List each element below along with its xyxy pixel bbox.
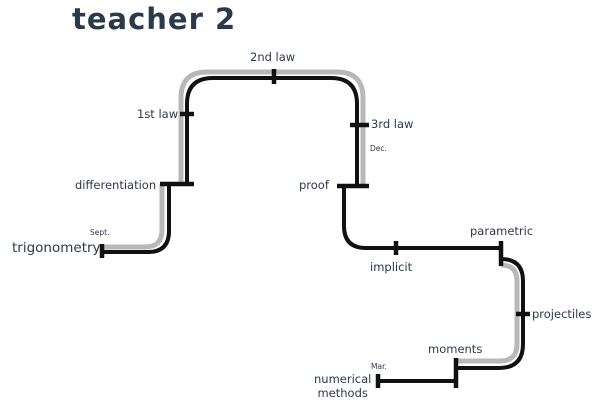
track-segment-1 [103, 184, 171, 254]
month-mar: Mar. [371, 362, 387, 371]
topic-parametric: parametric [470, 224, 534, 238]
topic-proof: proof [299, 178, 329, 192]
track-segment-4 [456, 257, 525, 370]
month-dec: Dec. [370, 144, 387, 153]
topic-numerical-methods: numerical methods [314, 372, 371, 400]
topic-moments: moments [428, 342, 483, 356]
topic-trigonometry: trigonometry [12, 240, 101, 256]
track-segment-3 [342, 186, 501, 250]
page-title: teacher 2 [72, 2, 237, 36]
track-segment-2 [185, 76, 359, 186]
month-sept: Sept. [90, 228, 110, 237]
topic-numerical-methods-line2: methods [317, 386, 368, 400]
topic-differentiation: differentiation [75, 178, 157, 192]
topic-first-law: 1st law [137, 107, 179, 121]
topic-second-law: 2nd law [250, 50, 296, 64]
track-shadow-segment-1 [103, 184, 165, 250]
topic-third-law: 3rd law [371, 117, 414, 131]
topic-projectiles: projectiles [532, 307, 592, 321]
track-shadow-segment-2 [178, 69, 366, 186]
topic-numerical-methods-line1: numerical [314, 372, 372, 386]
track-shadow-segment-3 [456, 262, 520, 364]
topic-implicit: implicit [370, 260, 413, 274]
